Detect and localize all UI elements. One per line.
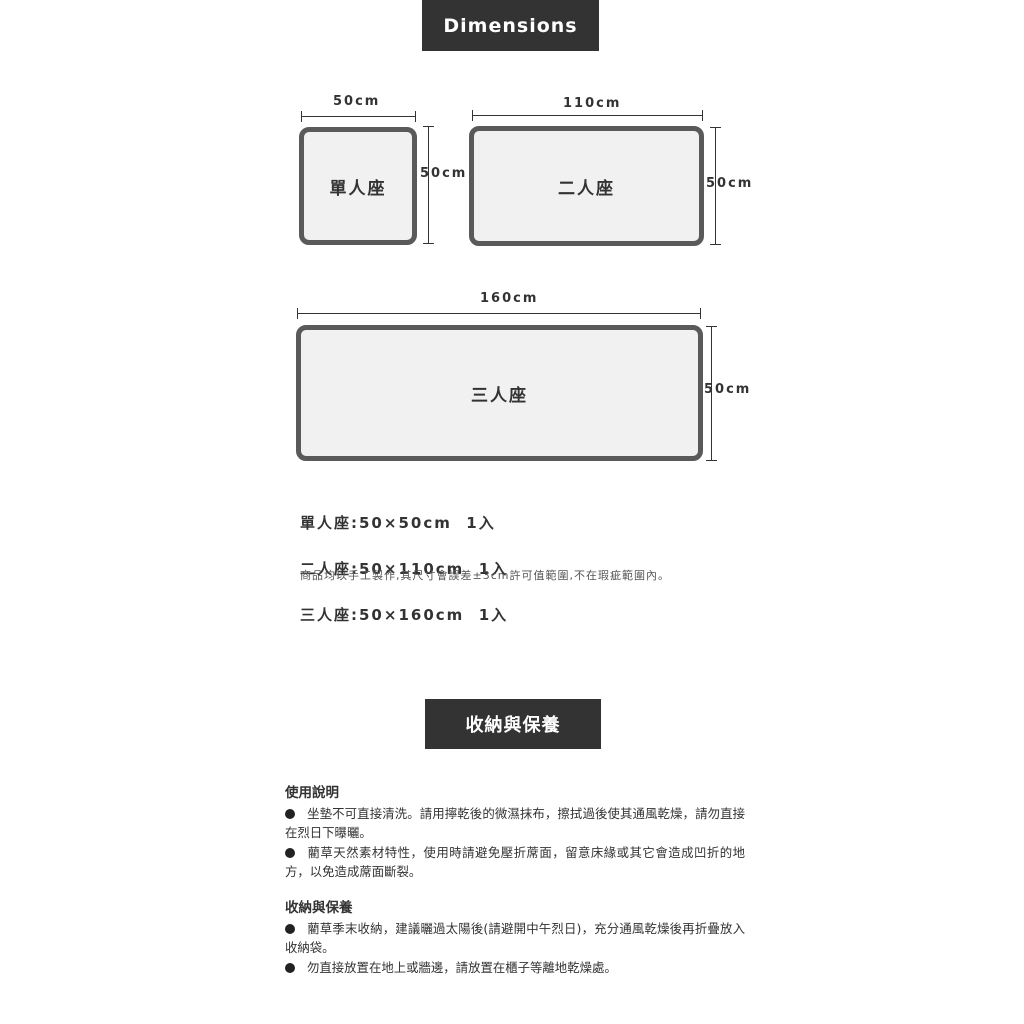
bullet-icon <box>285 962 295 973</box>
storage-item: 勿直接放置在地上或牆邊，請放置在櫃子等離地乾燥處。 <box>285 958 745 978</box>
usage-heading: 使用說明 <box>285 785 339 801</box>
triple-height-line <box>706 326 717 461</box>
single-seat-box: 單人座 <box>299 127 417 245</box>
usage-text: 藺草天然素材特性，使用時請避免壓折蓆面，留意床緣或其它會造成凹折的地方，以免造成… <box>285 844 745 880</box>
tolerance-note: 商品均以手工製作,其尺寸會誤差±3cm許可值範圍,不在瑕疵範圍內。 <box>300 569 670 582</box>
single-width-line <box>301 111 416 122</box>
storage-section: 收納與保養 藺草季末收納，建議曬過太陽後(請避開中午烈日)，充分通風乾燥後再折疊… <box>285 899 745 977</box>
bullet-icon <box>285 923 295 934</box>
single-width-label: 50cm <box>333 94 381 109</box>
double-height-line <box>710 127 721 245</box>
storage-text: 藺草季末收納，建議曬過太陽後(請避開中午烈日)，充分通風乾燥後再折疊放入收納袋。 <box>285 920 745 956</box>
spec-triple: 三人座:50×160cm 1入 <box>300 606 509 624</box>
bullet-icon <box>285 808 295 819</box>
single-height-line <box>423 126 434 244</box>
triple-seat-box: 三人座 <box>296 325 703 461</box>
dimensions-header: Dimensions <box>422 0 599 51</box>
usage-section: 使用說明 坐墊不可直接清洗。請用擰乾後的微濕抹布，擦拭過後使其通風乾燥，請勿直接… <box>285 784 745 882</box>
spec-list: 單人座:50×50cm 1入 二人座:50×110cm 1入 三人座:50×16… <box>300 489 508 650</box>
spec-double: 二人座:50×110cm 1入 <box>300 560 509 578</box>
usage-item: 坐墊不可直接清洗。請用擰乾後的微濕抹布，擦拭過後使其通風乾燥，請勿直接在烈日下曝… <box>285 804 745 843</box>
spec-single: 單人座:50×50cm 1入 <box>300 514 496 532</box>
care-header: 收納與保養 <box>425 699 601 749</box>
double-width-label: 110cm <box>563 96 622 111</box>
storage-item: 藺草季末收納，建議曬過太陽後(請避開中午烈日)，充分通風乾燥後再折疊放入收納袋。 <box>285 919 745 958</box>
storage-heading: 收納與保養 <box>285 900 353 916</box>
double-width-line <box>472 110 703 121</box>
triple-width-line <box>297 308 701 319</box>
usage-text: 坐墊不可直接清洗。請用擰乾後的微濕抹布，擦拭過後使其通風乾燥，請勿直接在烈日下曝… <box>285 805 745 841</box>
triple-height-label: 50cm <box>704 382 752 397</box>
triple-width-label: 160cm <box>480 291 539 306</box>
bullet-icon <box>285 847 295 858</box>
double-seat-box: 二人座 <box>469 126 704 246</box>
double-height-label: 50cm <box>706 176 754 191</box>
single-height-label: 50cm <box>420 166 468 181</box>
usage-item: 藺草天然素材特性，使用時請避免壓折蓆面，留意床緣或其它會造成凹折的地方，以免造成… <box>285 843 745 882</box>
storage-text: 勿直接放置在地上或牆邊，請放置在櫃子等離地乾燥處。 <box>307 959 617 975</box>
